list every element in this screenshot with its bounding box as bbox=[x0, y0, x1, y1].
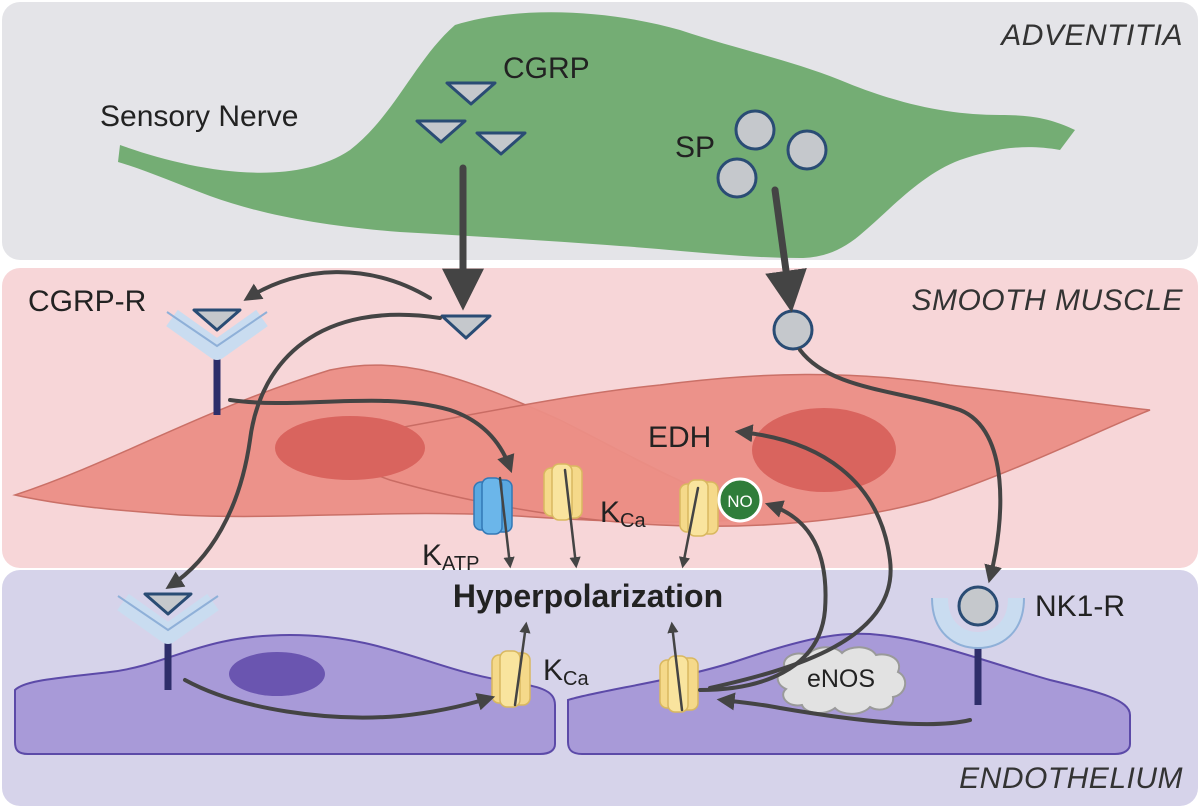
kca-label: KCa bbox=[600, 496, 646, 532]
cgrp-r-endo-to-channel-arrow bbox=[183, 678, 496, 720]
sp-circle bbox=[786, 129, 828, 171]
sp-to-nk1-arrow bbox=[798, 348, 1003, 584]
smooth-muscle-nucleus bbox=[275, 416, 425, 480]
cgrp-r-label: CGRP-R bbox=[28, 285, 146, 318]
cgrp-label: CGRP bbox=[503, 52, 590, 85]
cgrp-triangle bbox=[475, 131, 527, 156]
cgrp-vesicles bbox=[415, 81, 527, 156]
kca-to-hyper-arrow bbox=[563, 468, 581, 569]
cgrp-to-endo-arrow bbox=[165, 312, 442, 589]
sp-circle bbox=[716, 157, 758, 199]
region-smooth-muscle: SMOOTH MUSCLE bbox=[911, 284, 1183, 317]
cgrp-receptor-sm bbox=[166, 308, 268, 415]
endothelial-nucleus bbox=[229, 652, 325, 696]
region-endothelium: ENDOTHELIUM bbox=[959, 762, 1183, 795]
enos-label: eNOS bbox=[807, 665, 875, 693]
region-adventitia: ADVENTITIA bbox=[999, 19, 1183, 52]
no-molecule bbox=[717, 477, 763, 523]
cgrp-receptor-endo bbox=[117, 592, 219, 690]
nk1-r-label: NK1-R bbox=[1035, 590, 1125, 623]
katp-to-hyper-arrow bbox=[498, 476, 515, 569]
hyperpolarization-label: Hyperpolarization bbox=[453, 578, 723, 614]
kca2-to-hyper-arrow bbox=[678, 486, 700, 569]
cgrp-to-receptor-arrow bbox=[243, 270, 432, 301]
cgrp-r-to-channel-arrow bbox=[228, 398, 515, 474]
nk1-to-channel-arrow bbox=[716, 692, 972, 727]
edh-arrow bbox=[708, 424, 893, 690]
sp-label: SP bbox=[675, 131, 715, 164]
enos-to-no-arrow bbox=[698, 500, 828, 692]
sp-vesicles bbox=[716, 109, 828, 199]
endo-kca2-to-hyper-arrow bbox=[667, 621, 684, 712]
cgrp-released-triangle bbox=[440, 314, 492, 340]
kca-channel-sm-2 bbox=[679, 479, 719, 537]
sp-circle bbox=[734, 109, 776, 151]
katp-label: KATP bbox=[422, 539, 479, 575]
cgrp-triangle bbox=[415, 119, 467, 144]
endo-kca-to-hyper-arrow bbox=[513, 621, 531, 707]
sp-released-circle bbox=[772, 309, 814, 351]
kca-channel-sm bbox=[543, 463, 583, 521]
no-label: NO bbox=[727, 492, 753, 511]
arrows bbox=[165, 164, 1003, 727]
edh-label: EDH bbox=[648, 421, 711, 454]
kca-channel-endo bbox=[491, 650, 531, 708]
sensory-nerve bbox=[118, 12, 1075, 259]
sp-release-arrow bbox=[765, 186, 807, 313]
kca2-label: KCa bbox=[543, 654, 589, 690]
smooth-muscle-cell bbox=[328, 373, 1151, 528]
cgrp-triangle bbox=[445, 81, 497, 106]
smooth-muscle-nucleus bbox=[752, 408, 896, 492]
sensory-nerve-label: Sensory Nerve bbox=[100, 100, 298, 133]
nk1-receptor bbox=[931, 585, 1025, 705]
